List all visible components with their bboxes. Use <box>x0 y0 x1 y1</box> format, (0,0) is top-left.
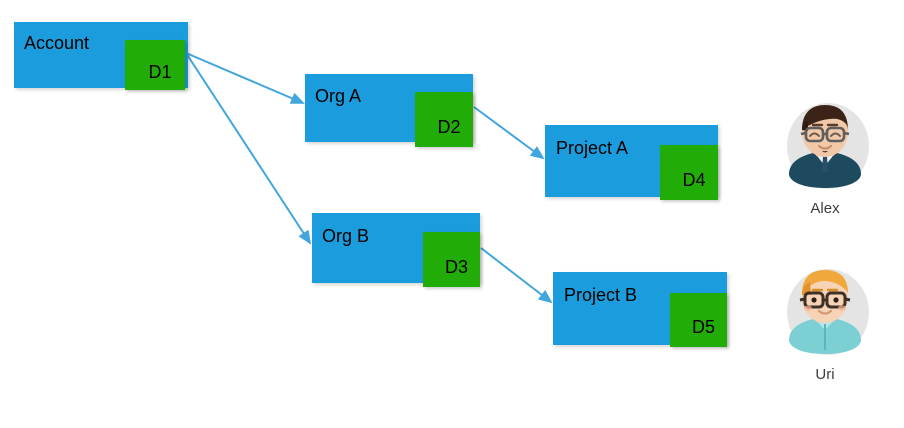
node-project-a-badge[interactable]: D4 <box>660 145 718 200</box>
node-project-b-badge-label: D5 <box>691 317 715 337</box>
node-org-b-label: Org B <box>322 226 370 246</box>
person-alex-name: Alex <box>810 200 840 217</box>
node-account-label: Account <box>24 33 90 53</box>
person-uri[interactable]: Uri <box>770 262 880 383</box>
edge-org-a-to-project-a <box>473 106 545 160</box>
node-project-a-badge-label: D4 <box>682 169 706 190</box>
node-org-a-badge-label: D2 <box>437 116 461 137</box>
person-alex[interactable]: Alex <box>770 96 880 217</box>
node-org-b-badge-label: D3 <box>444 256 468 277</box>
person-uri-name: Uri <box>815 366 835 383</box>
node-account-badge[interactable]: D1 <box>125 40 185 90</box>
avatar-alex <box>777 96 873 192</box>
edge-account-to-org-a <box>185 52 305 104</box>
node-project-b-badge[interactable]: D5 <box>670 293 727 347</box>
edge-account-to-org-b <box>185 52 312 245</box>
node-org-b-badge[interactable]: D3 <box>423 232 480 287</box>
node-project-b-label: Project B <box>564 285 638 305</box>
node-org-a-label: Org A <box>315 86 362 106</box>
node-account-badge-label: D1 <box>148 62 172 82</box>
avatar-uri <box>777 262 873 358</box>
edge-org-b-to-project-b <box>480 247 553 304</box>
node-project-a-label: Project A <box>556 138 629 158</box>
node-org-a-badge[interactable]: D2 <box>415 92 473 147</box>
